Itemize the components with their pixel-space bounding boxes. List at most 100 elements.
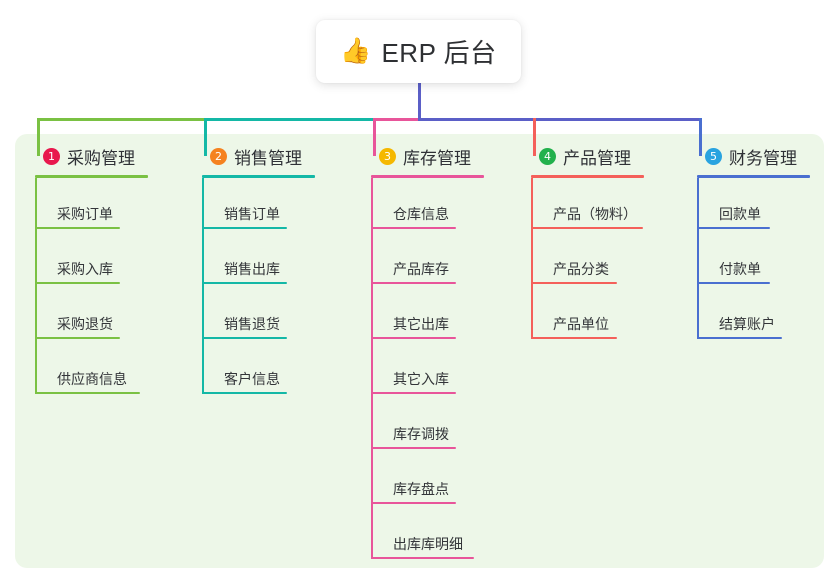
column-header-rule — [35, 175, 148, 178]
connector-bus-segment-4 — [418, 118, 702, 121]
column-header-3[interactable]: 3 库存管理 — [371, 144, 484, 168]
diagram-panel — [15, 134, 824, 568]
list-item-label: 采购入库 — [57, 261, 113, 277]
list-item[interactable]: 销售退货 — [202, 288, 315, 343]
connector-drop-2 — [204, 118, 207, 156]
list-item[interactable]: 产品分类 — [531, 233, 644, 288]
list-item-rule — [202, 337, 287, 339]
column-header-4[interactable]: 4 产品管理 — [531, 144, 644, 168]
list-item-rule — [35, 282, 120, 284]
list-item[interactable]: 产品单位 — [531, 288, 644, 343]
list-item-label: 回款单 — [719, 206, 761, 222]
list-item-rule — [531, 337, 617, 339]
column-items: 回款单付款单结算账户 — [697, 178, 810, 343]
list-item[interactable]: 产品（物料） — [531, 178, 644, 233]
column-title: 采购管理 — [67, 148, 135, 168]
list-item-label: 客户信息 — [224, 371, 280, 387]
list-item-rule — [35, 227, 120, 229]
list-item[interactable]: 库存盘点 — [371, 453, 484, 508]
column-销售管理: 2 销售管理销售订单销售出库销售退货客户信息 — [202, 144, 315, 398]
root-node-content: 👍 ERP 后台 — [340, 33, 496, 70]
list-item[interactable]: 仓库信息 — [371, 178, 484, 233]
list-item-rule — [371, 337, 456, 339]
column-badge-2: 2 — [210, 147, 227, 165]
list-item-label: 库存调拨 — [393, 426, 449, 442]
list-item-rule — [371, 282, 456, 284]
list-item-label: 销售订单 — [224, 206, 280, 222]
column-header-2[interactable]: 2 销售管理 — [202, 144, 315, 168]
list-item-rule — [531, 282, 617, 284]
list-item[interactable]: 产品库存 — [371, 233, 484, 288]
list-item-rule — [202, 227, 287, 229]
list-item[interactable]: 付款单 — [697, 233, 810, 288]
list-item-label: 其它入库 — [393, 371, 449, 387]
list-item-label: 销售出库 — [224, 261, 280, 277]
column-header-5[interactable]: 5 财务管理 — [697, 144, 810, 168]
list-item-label: 销售退货 — [224, 316, 280, 332]
list-item-rule — [371, 392, 456, 394]
list-item-rule — [35, 337, 120, 339]
list-item[interactable]: 供应商信息 — [35, 343, 148, 398]
column-spine — [35, 178, 37, 394]
list-item[interactable]: 采购退货 — [35, 288, 148, 343]
list-item[interactable]: 出库库明细 — [371, 508, 484, 563]
column-badge-3: 3 — [379, 147, 396, 165]
column-badge-1: 1 — [43, 147, 60, 165]
list-item[interactable]: 回款单 — [697, 178, 810, 233]
list-item-label: 产品分类 — [553, 261, 609, 277]
column-title: 销售管理 — [234, 148, 302, 168]
connector-bus-segment-1 — [37, 118, 206, 121]
column-items: 采购订单采购入库采购退货供应商信息 — [35, 178, 148, 398]
list-item[interactable]: 采购入库 — [35, 233, 148, 288]
list-item-rule — [697, 227, 770, 229]
column-items: 产品（物料） 产品分类产品单位 — [531, 178, 644, 343]
column-header-rule — [371, 175, 484, 178]
connector-drop-4 — [533, 118, 536, 156]
list-item-label: 产品单位 — [553, 316, 609, 332]
list-item-label: 其它出库 — [393, 316, 449, 332]
list-item[interactable]: 客户信息 — [202, 343, 315, 398]
list-item-rule — [371, 502, 456, 504]
column-badge-4: 4 — [539, 147, 556, 165]
list-item-rule — [371, 227, 456, 229]
column-title: 产品管理 — [563, 148, 631, 168]
list-item-rule — [202, 392, 287, 394]
list-item-label: 产品库存 — [393, 261, 449, 277]
root-node-title: ERP 后台 — [381, 38, 497, 68]
column-采购管理: 1 采购管理采购订单采购入库采购退货供应商信息 — [35, 144, 148, 398]
list-item-rule — [35, 392, 140, 394]
list-item-label: 库存盘点 — [393, 481, 449, 497]
column-spine — [531, 178, 533, 339]
list-item-label: 结算账户 — [719, 316, 775, 332]
column-title: 财务管理 — [729, 148, 797, 168]
connector-drop-1 — [37, 118, 40, 156]
column-spine — [202, 178, 204, 394]
root-node-card[interactable]: 👍 ERP 后台 — [316, 20, 521, 83]
column-header-rule — [531, 175, 644, 178]
list-item[interactable]: 销售订单 — [202, 178, 315, 233]
connector-trunk-vertical — [418, 83, 421, 121]
list-item-label: 供应商信息 — [57, 371, 127, 387]
column-产品管理: 4 产品管理产品（物料） 产品分类产品单位 — [531, 144, 644, 343]
list-item-rule — [371, 447, 456, 449]
column-header-rule — [202, 175, 315, 178]
column-header-1[interactable]: 1 采购管理 — [35, 144, 148, 168]
list-item-rule — [697, 282, 770, 284]
column-库存管理: 3 库存管理仓库信息产品库存其它出库其它入库库存调拨库存盘点出库库明细 — [371, 144, 484, 563]
column-财务管理: 5 财务管理回款单付款单结算账户 — [697, 144, 810, 343]
list-item-label: 出库库明细 — [393, 536, 463, 552]
list-item[interactable]: 采购订单 — [35, 178, 148, 233]
column-spine — [371, 178, 373, 559]
connector-bus-segment-2 — [204, 118, 375, 121]
list-item[interactable]: 库存调拨 — [371, 398, 484, 453]
thumbs-up-icon: 👍 — [340, 37, 372, 65]
column-items: 销售订单销售出库销售退货客户信息 — [202, 178, 315, 398]
connector-drop-3 — [373, 118, 376, 156]
list-item-rule — [202, 282, 287, 284]
list-item[interactable]: 其它出库 — [371, 288, 484, 343]
list-item[interactable]: 其它入库 — [371, 343, 484, 398]
list-item[interactable]: 结算账户 — [697, 288, 810, 343]
column-badge-5: 5 — [705, 147, 722, 165]
column-title: 库存管理 — [403, 148, 471, 168]
list-item[interactable]: 销售出库 — [202, 233, 315, 288]
